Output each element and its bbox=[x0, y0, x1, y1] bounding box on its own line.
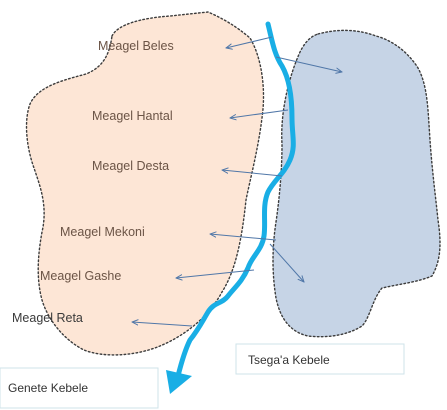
place-label-mekoni: Meagel Mekoni bbox=[60, 225, 145, 239]
tsegaa-kebele-box bbox=[235, 343, 405, 375]
place-label-beles: Meagel Beles bbox=[98, 39, 174, 53]
genete-kebele-label: Genete Kebele bbox=[8, 381, 88, 395]
arrow-gashe bbox=[176, 269, 255, 278]
arrow-beles-east bbox=[275, 56, 342, 72]
arrow-hantal bbox=[230, 109, 289, 118]
right-region bbox=[272, 29, 441, 338]
arrow-reta bbox=[132, 322, 193, 327]
genete-kebele-box bbox=[0, 367, 159, 409]
arrow-beles bbox=[226, 36, 273, 48]
left-region bbox=[25, 11, 265, 356]
arrow-mekoni-east bbox=[269, 243, 304, 282]
place-label-hantal: Meagel Hantal bbox=[92, 109, 173, 123]
arrow-mekoni bbox=[210, 234, 277, 241]
tsegaa-kebele-label: Tsega'a Kebele bbox=[248, 353, 330, 367]
river-arrowhead bbox=[166, 370, 192, 394]
river bbox=[175, 21, 296, 379]
place-label-gashe: Meagel Gashe bbox=[40, 269, 121, 283]
place-label-reta: Meagel Reta bbox=[12, 311, 83, 325]
arrow-desta bbox=[222, 170, 283, 177]
place-label-desta: Meagel Desta bbox=[92, 159, 169, 173]
